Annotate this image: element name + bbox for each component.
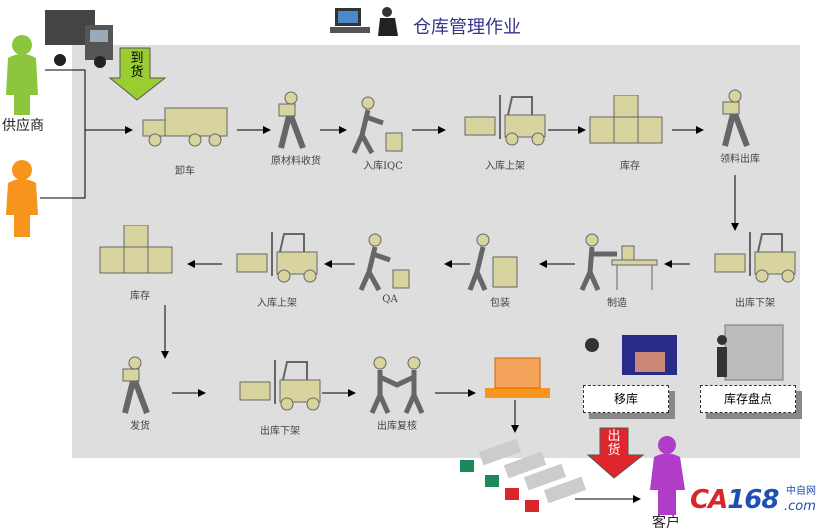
inspector-icon	[358, 233, 410, 292]
step-label: 出库下架	[260, 426, 300, 437]
arrival-arrow-icon	[108, 47, 167, 101]
process-step: 出库下架	[710, 232, 800, 309]
step-label: 包装	[490, 298, 510, 309]
forklift-icon	[236, 232, 318, 283]
forklift-icon	[464, 95, 546, 146]
handover-icon	[369, 356, 425, 415]
process-step: 原材料收货	[251, 90, 341, 167]
customer-label: 客户	[652, 515, 680, 531]
pallet-icon	[485, 357, 550, 398]
process-step: 出库复核	[352, 355, 442, 432]
process-step: 卸车	[140, 100, 230, 177]
logo: CA168	[690, 485, 779, 515]
step-label: 制造	[607, 298, 627, 309]
step-label: 入库上架	[485, 161, 525, 172]
inspector-icon	[351, 96, 403, 155]
process-step: 包装	[455, 232, 545, 309]
page-title: 仓库管理作业	[413, 17, 521, 38]
process-step: 库存	[585, 95, 675, 172]
worker-carry-icon	[122, 356, 150, 415]
step-label: 发货	[130, 421, 150, 432]
delivery-truck-icon	[45, 10, 113, 68]
conveyor-worker-icon	[579, 233, 658, 292]
process-step: 入库上架	[232, 232, 322, 309]
ship-arrow-icon	[586, 427, 645, 479]
worker-carry-icon	[722, 89, 750, 148]
step-label: 卸车	[175, 166, 195, 177]
step-label: 出库下架	[735, 298, 775, 309]
step-label: 库存	[620, 161, 640, 172]
supplier-label: 供应商	[2, 118, 44, 134]
process-step: 制造	[572, 232, 662, 309]
step-label: 库存	[130, 291, 150, 302]
transfer-box: 移库	[583, 385, 669, 413]
process-step: 发货	[95, 355, 185, 432]
customer	[650, 436, 685, 515]
shelving-photo-icon	[717, 324, 784, 381]
process-step: 库存	[95, 225, 185, 302]
stocktake-box: 库存盘点	[700, 385, 796, 413]
step-label: 入库IQC	[363, 161, 403, 172]
step-label: 领料出库	[720, 154, 760, 165]
packing-worker-icon	[467, 233, 518, 292]
step-label: QA	[382, 294, 398, 305]
process-step: 入库IQC	[338, 95, 428, 172]
truck-icon	[142, 107, 228, 147]
forklift-icon	[239, 360, 321, 411]
logo-domain: .com	[784, 499, 816, 514]
shipping-label: 出货	[607, 429, 621, 458]
process-step: 出库下架	[235, 360, 325, 437]
worker-carry-icon	[278, 91, 306, 150]
boxes-icon	[99, 225, 173, 274]
step-label: 出库复核	[377, 421, 417, 432]
process-step: 入库上架	[460, 95, 550, 172]
process-step: QA	[345, 232, 435, 305]
forklift-icon	[714, 232, 796, 283]
step-label: 入库上架	[257, 298, 297, 309]
fleet-trucks-icon	[460, 438, 587, 512]
arrival-label: 到货	[130, 51, 144, 80]
process-step: 领料出库	[695, 88, 785, 165]
logo-sub: 中自网	[786, 486, 816, 497]
transfer-photo-icon	[585, 335, 677, 375]
supplier	[6, 35, 38, 237]
boxes-icon	[589, 95, 663, 144]
step-label: 原材料收货	[271, 156, 321, 167]
logo-brand: 168	[727, 485, 779, 515]
